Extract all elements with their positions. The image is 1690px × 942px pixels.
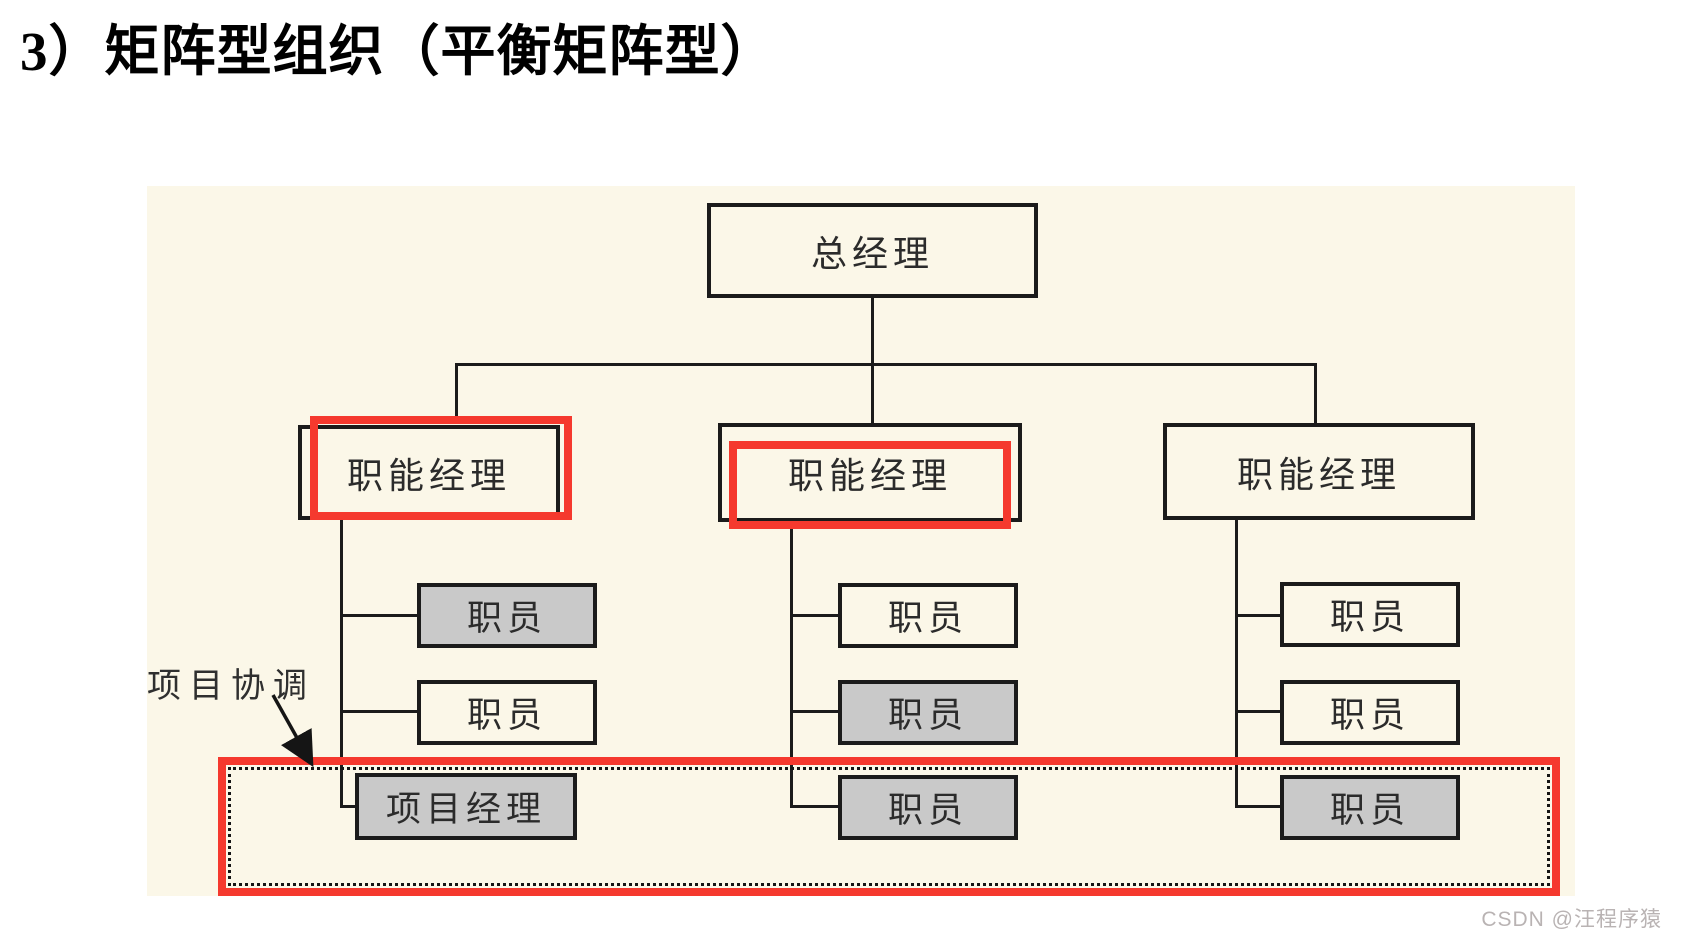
- box-project-manager: 项目经理: [355, 773, 577, 840]
- spine-right: [1235, 518, 1238, 808]
- stub-middle-row2: [790, 710, 838, 713]
- box-staff-right-1: 职员: [1280, 582, 1460, 647]
- box-staff-right-2: 职员: [1280, 680, 1460, 745]
- project-coordination-dotted-border: [228, 767, 1550, 886]
- highlight-functional-manager-1: [310, 416, 572, 520]
- stub-left-row3: [340, 805, 355, 808]
- connector-root-trunk: [871, 296, 874, 363]
- spine-left: [340, 520, 343, 808]
- highlight-functional-manager-2: [729, 441, 1011, 529]
- project-coordination-label: 项目协调: [147, 668, 315, 705]
- connector-drop-left: [455, 363, 458, 418]
- connector-level1: [455, 363, 1317, 366]
- box-staff-middle-3: 职员: [838, 775, 1018, 840]
- project-coordination-arrow-icon: [271, 694, 314, 768]
- stub-middle-row1: [790, 614, 838, 617]
- stub-left-row1: [340, 614, 417, 617]
- connector-drop-middle: [871, 363, 874, 425]
- box-general-manager: 总经理: [707, 203, 1038, 298]
- org-chart-panel: 总经理 职能经理 职能经理 职能经理 职员 职员 项目经理 职员 职员 职员 职…: [147, 186, 1575, 896]
- stub-left-row2: [340, 710, 417, 713]
- spine-middle: [790, 522, 793, 808]
- stub-right-row1: [1235, 614, 1280, 617]
- page-title: 3）矩阵型组织（平衡矩阵型）: [20, 21, 777, 82]
- box-staff-middle-2: 职员: [838, 680, 1018, 745]
- stub-right-row2: [1235, 710, 1280, 713]
- box-staff-left-1: 职员: [417, 583, 597, 648]
- box-functional-manager-2: 职能经理: [718, 423, 1022, 522]
- box-staff-middle-1: 职员: [838, 583, 1018, 648]
- project-coordination-band: [218, 757, 1560, 896]
- box-functional-manager-3: 职能经理: [1163, 423, 1475, 520]
- connector-drop-right: [1314, 363, 1317, 425]
- watermark: CSDN @汪程序猿: [1481, 908, 1662, 931]
- box-staff-left-2: 职员: [417, 680, 597, 745]
- box-staff-right-3: 职员: [1280, 775, 1460, 840]
- stub-right-row3: [1235, 805, 1280, 808]
- stub-middle-row3: [790, 805, 838, 808]
